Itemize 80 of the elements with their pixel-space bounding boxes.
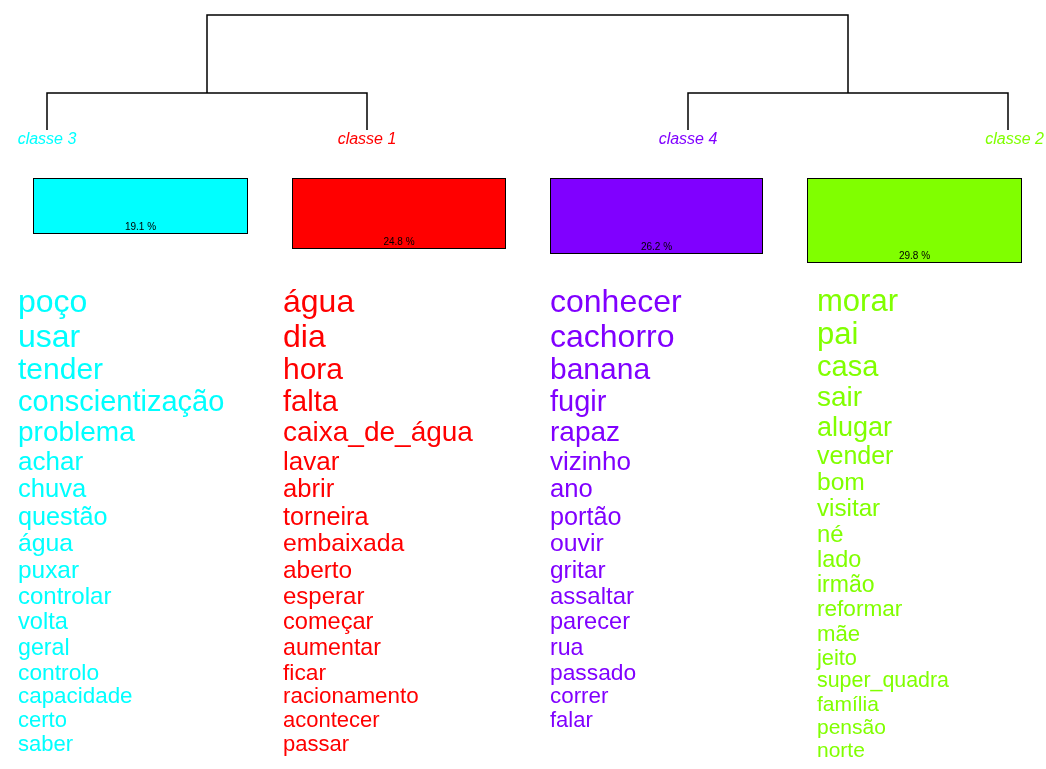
class-label: classe 3 — [17, 130, 77, 148]
word-label: certo — [18, 709, 67, 732]
word-label: norte — [817, 738, 865, 760]
word-label: correr — [550, 685, 609, 708]
word-label: tender — [18, 354, 104, 385]
word-label: vender — [817, 442, 894, 468]
word-label: ficar — [283, 660, 327, 684]
word-label: caixa_de_água — [283, 417, 473, 446]
class-label: classe 2 — [985, 130, 1044, 148]
percentage-bar — [807, 178, 1022, 263]
word-label: alugar — [817, 413, 893, 441]
word-label: torneira — [283, 503, 369, 529]
word-label: água — [283, 285, 355, 317]
word-label: fugir — [550, 386, 607, 416]
word-label: passado — [550, 660, 637, 684]
word-label: poço — [18, 285, 88, 317]
percentage-bar — [292, 178, 506, 249]
word-label: aberto — [283, 557, 353, 583]
percentage-value: 26.2 % — [640, 241, 673, 252]
word-label: problema — [18, 417, 135, 446]
word-label: família — [817, 693, 879, 715]
word-label: conscientização — [18, 386, 225, 416]
word-label: mãe — [817, 622, 861, 645]
word-label: pensão — [817, 715, 886, 737]
word-label: começar — [283, 610, 374, 634]
word-label: esperar — [283, 584, 365, 609]
word-label: assaltar — [550, 584, 635, 609]
word-label: casa — [817, 351, 879, 381]
word-label: jeito — [817, 646, 857, 669]
word-label: conhecer — [550, 285, 682, 317]
word-label: aumentar — [283, 635, 381, 659]
word-label: ano — [550, 476, 593, 502]
word-label: passar — [283, 733, 350, 756]
word-label: puxar — [18, 557, 79, 583]
word-label: portão — [550, 503, 622, 529]
word-label: dia — [283, 319, 326, 352]
word-label: controlo — [18, 660, 100, 684]
word-label: reformar — [817, 598, 903, 621]
word-label: acontecer — [283, 709, 380, 732]
word-label: falta — [283, 386, 338, 416]
word-label: racionamento — [283, 685, 419, 708]
word-label: pai — [817, 318, 859, 350]
word-label: bom — [817, 469, 865, 495]
word-label: cachorro — [550, 319, 675, 352]
percentage-value: 24.8 % — [383, 236, 415, 247]
percentage-bar — [550, 178, 763, 254]
word-label: falar — [550, 709, 593, 732]
word-label: vizinho — [550, 448, 631, 475]
word-label: saber — [18, 733, 74, 756]
word-label: lado — [817, 548, 862, 572]
word-label: abrir — [283, 476, 335, 502]
word-label: usar — [18, 319, 81, 352]
word-label: geral — [18, 635, 70, 659]
word-label: irmão — [817, 573, 875, 597]
class-label: classe 4 — [658, 130, 718, 148]
word-label: embaixada — [283, 531, 405, 556]
word-label: achar — [18, 448, 84, 475]
word-label: lavar — [283, 448, 340, 475]
word-label: parecer — [550, 610, 630, 634]
word-label: ouvir — [550, 531, 604, 556]
class-label: classe 1 — [337, 130, 397, 148]
word-label: rua — [550, 635, 584, 659]
word-label: gritar — [550, 557, 606, 583]
word-label: capacidade — [18, 685, 133, 708]
word-label: banana — [550, 354, 651, 385]
word-label: controlar — [18, 584, 112, 609]
word-label: super_quadra — [817, 670, 949, 692]
word-label: questão — [18, 503, 108, 529]
word-label: sair — [817, 383, 863, 412]
word-label: morar — [817, 285, 898, 316]
word-label: água — [18, 531, 74, 556]
word-label: hora — [283, 354, 344, 385]
word-label: visitar — [817, 496, 881, 521]
word-label: volta — [18, 610, 68, 634]
word-label: chuva — [18, 476, 87, 502]
word-label: né — [817, 522, 844, 547]
percentage-value: 19.1 % — [124, 221, 157, 232]
percentage-value: 29.8 % — [898, 250, 931, 261]
percentage-bar — [33, 178, 248, 234]
word-label: rapaz — [550, 417, 621, 446]
